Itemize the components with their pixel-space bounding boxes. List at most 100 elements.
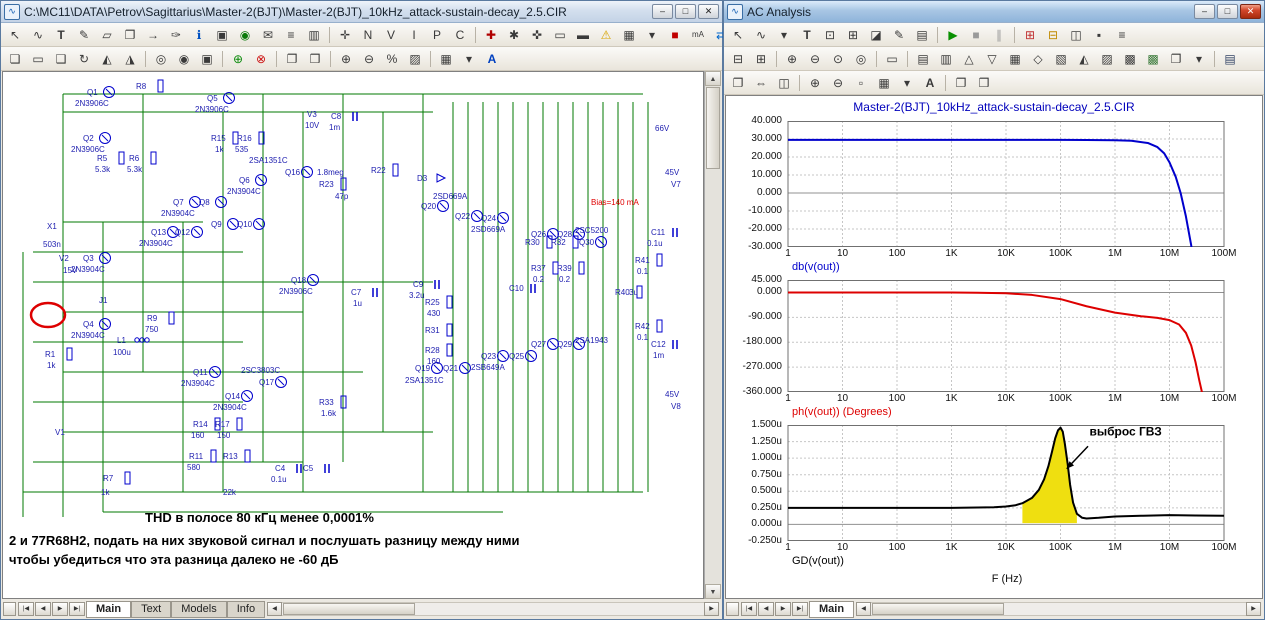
pencil-icon[interactable]: ✎ — [893, 27, 905, 42]
tab-last-button[interactable]: ▶| — [69, 602, 85, 616]
scale-limits-icon[interactable]: ⊡ — [824, 27, 836, 42]
vertical-scrollbar[interactable]: ▲ ▼ — [704, 71, 721, 599]
hscroll-left-button[interactable]: ◀ — [267, 602, 283, 616]
tab-first-button[interactable]: |◀ — [18, 602, 34, 616]
image-icon[interactable]: ▨ — [409, 51, 421, 66]
tab-prev-button[interactable]: ◀ — [758, 602, 774, 616]
hscroll-right-button[interactable]: ▶ — [704, 602, 719, 616]
list-icon[interactable]: ≡ — [1118, 27, 1126, 42]
text-tool-icon[interactable]: T — [803, 27, 811, 42]
mail-icon[interactable]: ✉ — [262, 27, 274, 42]
clipboard-icon[interactable]: ❐ — [124, 27, 136, 42]
conditions-icon[interactable]: C — [455, 27, 465, 42]
close-button[interactable]: ✕ — [1240, 4, 1261, 19]
schematic-titlebar[interactable]: ∿ C:\MC11\DATA\Petrov\Sagittarius\Master… — [1, 1, 722, 23]
grid-dropdown-icon[interactable]: ▾ — [648, 27, 656, 42]
zoom-auto-icon[interactable]: ◎ — [855, 51, 867, 66]
tab-prev-button[interactable]: ◀ — [35, 602, 51, 616]
axes-color-icon[interactable]: ▩ — [1147, 51, 1159, 66]
maximize-button[interactable]: □ — [675, 4, 696, 19]
view-icon[interactable]: ▤ — [1224, 51, 1236, 66]
new-page-icon[interactable]: ❏ — [9, 51, 21, 66]
clipboard-icon[interactable]: ❐ — [732, 75, 744, 90]
tab-next-button[interactable]: ▶ — [52, 602, 68, 616]
zoom-out-icon[interactable]: ⊖ — [363, 51, 375, 66]
wire-mode-icon[interactable]: ∿ — [32, 27, 44, 42]
node-numbers-icon[interactable]: N — [363, 27, 373, 42]
zoom-in-icon[interactable]: ⊕ — [786, 51, 798, 66]
select-region-icon[interactable]: ▭ — [32, 51, 44, 66]
add-part-icon[interactable]: ⊕ — [232, 51, 244, 66]
hscroll-track[interactable] — [282, 602, 704, 616]
currents-icon[interactable]: I — [412, 27, 416, 42]
properties-icon[interactable]: ▤ — [916, 27, 928, 42]
limits-yellow-icon[interactable]: ⊟ — [1047, 27, 1059, 42]
brush-icon[interactable]: ✑ — [170, 27, 182, 42]
tracker-icon[interactable]: ◫ — [778, 75, 790, 90]
step-icon[interactable]: ◮ — [125, 51, 135, 66]
attribute-icon[interactable]: ✱ — [508, 27, 520, 42]
maximize-button[interactable]: □ — [1217, 4, 1238, 19]
waveform-icon[interactable]: ∿ — [755, 27, 767, 42]
node-voltages-icon[interactable]: V — [386, 27, 395, 42]
tab-splitter[interactable] — [3, 602, 16, 616]
tab-info[interactable]: Info — [226, 600, 266, 618]
limits-red-icon[interactable]: ⊞ — [1024, 27, 1036, 42]
grid-dropdown-icon[interactable]: ▾ — [903, 75, 911, 90]
repeat-icon[interactable]: ▣ — [201, 51, 213, 66]
warning-icon[interactable]: ⚠ — [600, 27, 612, 42]
limits-tool-icon[interactable]: ⇔ — [755, 75, 767, 90]
select-arrow-icon[interactable]: ↖ — [9, 27, 21, 42]
chart-icon[interactable]: ▥ — [308, 27, 320, 42]
draw-shape-icon[interactable]: ▱ — [102, 27, 112, 42]
select-arrow-icon[interactable]: ↖ — [732, 27, 744, 42]
hscroll-left-button[interactable]: ◀ — [856, 602, 872, 616]
probe-icon[interactable]: ✛ — [339, 27, 351, 42]
axes-grid-icon[interactable]: ▦ — [1009, 51, 1021, 66]
scroll-down-button[interactable]: ▼ — [705, 584, 721, 599]
tab-first-button[interactable]: |◀ — [741, 602, 757, 616]
series-label[interactable]: GD(v(out)) — [792, 555, 844, 567]
tab-main[interactable]: Main — [809, 600, 855, 618]
copy-icon[interactable]: ❐ — [286, 51, 298, 66]
zoom-percent-icon[interactable]: % — [386, 51, 398, 66]
hscroll-track[interactable] — [871, 602, 1246, 616]
edit-limits-icon[interactable]: ▭ — [886, 51, 898, 66]
zoom-in-icon[interactable]: ⊕ — [809, 75, 821, 90]
minimize-button[interactable]: – — [1194, 4, 1215, 19]
zoom-out-icon[interactable]: ⊖ — [809, 51, 821, 66]
hscroll-thumb[interactable] — [283, 603, 416, 615]
horizontal-scrollbar[interactable]: ◀▶ — [856, 602, 1261, 616]
series-label[interactable]: db(v(out)) — [792, 261, 840, 273]
ac-analysis-titlebar[interactable]: ∿ AC Analysis –□✕ — [724, 1, 1264, 23]
pin-connections-icon[interactable]: ✚ — [485, 27, 497, 42]
axes-hatch-icon[interactable]: ▧ — [1055, 51, 1067, 66]
zoom-out-icon[interactable]: ⊖ — [832, 75, 844, 90]
grid-icon[interactable]: ▦ — [878, 75, 890, 90]
sync-icon[interactable]: ⇄ — [715, 27, 727, 42]
axes-poly-icon[interactable]: ◇ — [1033, 51, 1043, 66]
border-icon[interactable]: ▭ — [554, 27, 566, 42]
report-icon[interactable]: ≡ — [287, 27, 295, 42]
hscroll-right-button[interactable]: ▶ — [1246, 602, 1261, 616]
data-points-icon[interactable]: ▪ — [1096, 27, 1102, 42]
find-icon[interactable]: ◎ — [155, 51, 167, 66]
waveform-dropdown-icon[interactable]: ▾ — [780, 27, 788, 42]
pane-grid-icon[interactable]: ⊞ — [755, 51, 767, 66]
pages-dropdown-icon[interactable]: ▾ — [1195, 51, 1203, 66]
rotate-icon[interactable]: ↻ — [78, 51, 90, 66]
axes-linear-icon[interactable]: ▤ — [917, 51, 929, 66]
find-next-icon[interactable]: ◉ — [178, 51, 190, 66]
tab-splitter[interactable] — [726, 602, 739, 616]
grid-select-icon[interactable]: ▦ — [440, 51, 452, 66]
color-swatch-icon[interactable]: ■ — [671, 27, 679, 42]
font-icon[interactable]: A — [925, 75, 935, 90]
comment-icon[interactable]: ❑ — [55, 51, 67, 66]
hscroll-thumb[interactable] — [872, 603, 1005, 615]
text-tool-icon[interactable]: T — [57, 27, 65, 42]
axes-down-icon[interactable]: ▽ — [987, 51, 997, 66]
tab-models[interactable]: Models — [171, 600, 227, 618]
info-icon[interactable]: ℹ — [196, 27, 202, 42]
panes-icon[interactable]: ◫ — [1070, 27, 1082, 42]
